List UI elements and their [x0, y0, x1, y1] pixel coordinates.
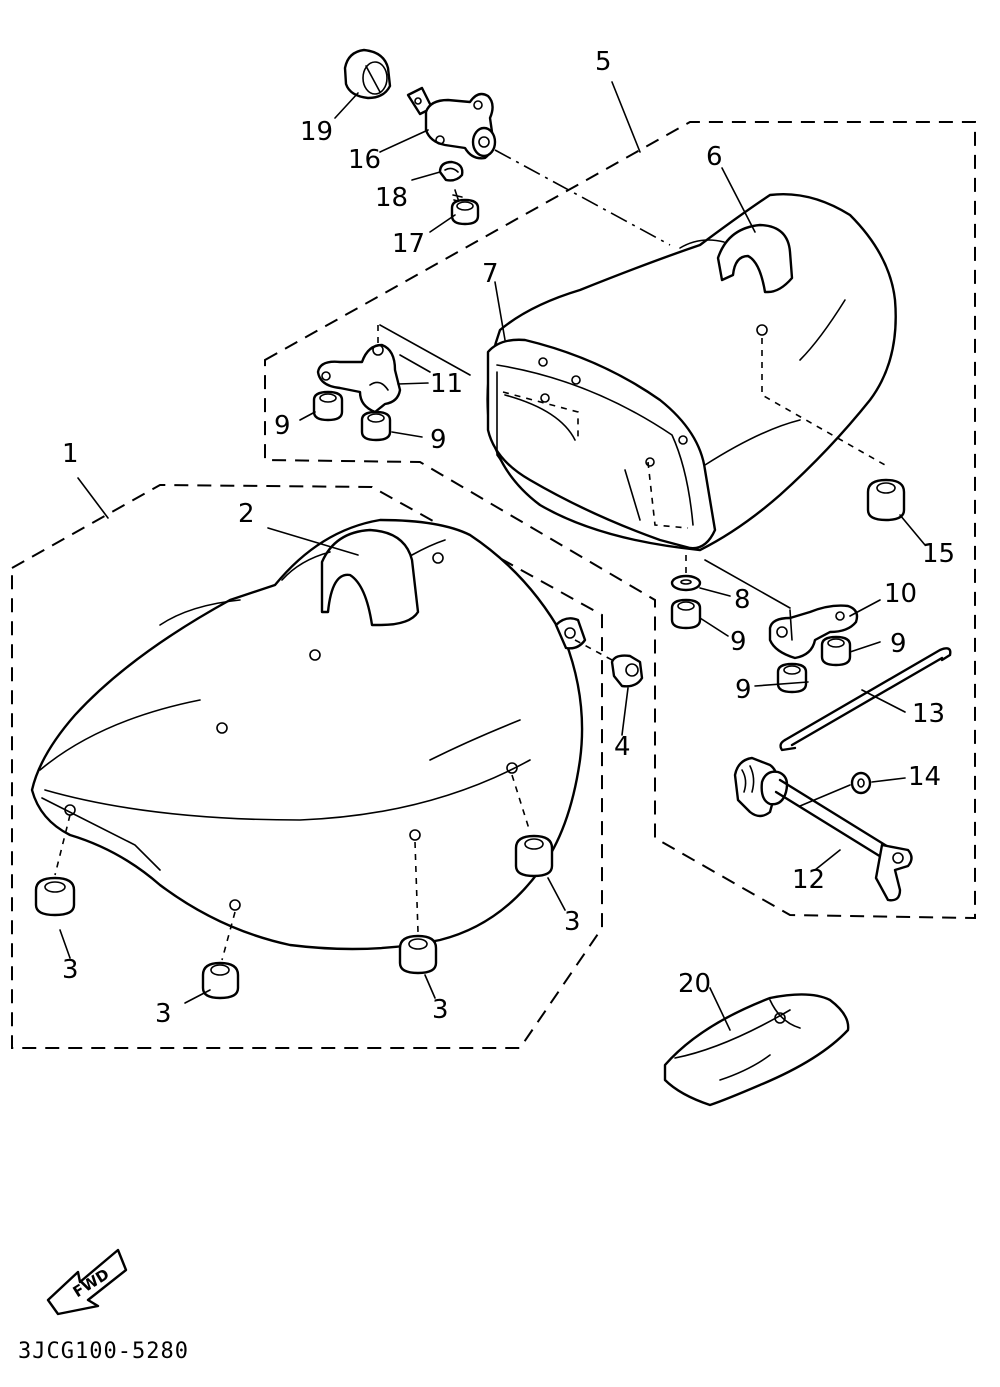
callout-5: 5 — [595, 47, 612, 77]
nut-9d — [820, 635, 852, 667]
callout-3c: 3 — [432, 995, 449, 1025]
callout-labels: 1 2 3 3 3 3 4 5 6 7 8 9 9 9 9 9 10 11 12… — [62, 47, 955, 1029]
callout-9d: 9 — [890, 629, 907, 659]
seat-lock-16 — [406, 86, 497, 160]
nut-9a — [312, 390, 344, 422]
callout-16: 16 — [348, 145, 381, 175]
callout-3d: 3 — [564, 907, 581, 937]
callout-2: 2 — [238, 499, 255, 529]
callout-9b: 9 — [430, 425, 447, 455]
callout-17: 17 — [392, 229, 425, 259]
callout-9c: 9 — [730, 627, 747, 657]
callout-1: 1 — [62, 439, 79, 469]
washer-18 — [438, 160, 464, 182]
callout-14: 14 — [908, 762, 941, 792]
screw-17 — [450, 189, 480, 226]
damper-rubber-3b — [201, 961, 240, 1000]
callout-18: 18 — [375, 183, 408, 213]
cap-19 — [343, 48, 392, 100]
callout-9e: 9 — [735, 675, 752, 705]
latch-12 — [733, 756, 913, 902]
callout-4: 4 — [614, 732, 631, 762]
damper-rubber-3c — [398, 934, 438, 975]
front-seat — [30, 518, 587, 951]
callout-6: 6 — [706, 142, 723, 172]
callout-10: 10 — [884, 579, 917, 609]
damper-rubber-3d — [514, 834, 554, 878]
rod-13 — [779, 647, 952, 752]
callout-12: 12 — [792, 865, 825, 895]
callout-13: 13 — [912, 699, 945, 729]
damper-rubber-3a — [34, 876, 76, 917]
nut-9c — [670, 598, 702, 630]
rear-seat-group-boundary — [264, 121, 976, 920]
callout-19: 19 — [300, 117, 333, 147]
bolt-4 — [574, 639, 644, 688]
bracket-11 — [316, 343, 402, 414]
leader-lines — [59, 81, 926, 1031]
callout-15: 15 — [922, 539, 955, 569]
pouch-20 — [663, 993, 850, 1107]
front-seat-group-boundary — [11, 483, 603, 1049]
callout-8: 8 — [734, 585, 751, 615]
nut-9e — [776, 662, 808, 694]
forward-direction-arrow: FWD — [46, 1248, 128, 1316]
callout-9a: 9 — [274, 411, 291, 441]
nut-9b — [360, 410, 392, 442]
callout-3a: 3 — [62, 955, 79, 985]
callout-11: 11 — [430, 369, 463, 399]
collar-14 — [850, 771, 872, 795]
washer-8 — [670, 574, 702, 592]
damper-rubber-15 — [866, 478, 906, 522]
callout-20: 20 — [678, 969, 711, 999]
rear-seat — [486, 193, 897, 552]
drawing-code: 3JCG100-5280 — [18, 1339, 189, 1364]
callout-3b: 3 — [155, 999, 172, 1029]
callout-7: 7 — [482, 259, 499, 289]
bracket-10 — [768, 604, 859, 660]
